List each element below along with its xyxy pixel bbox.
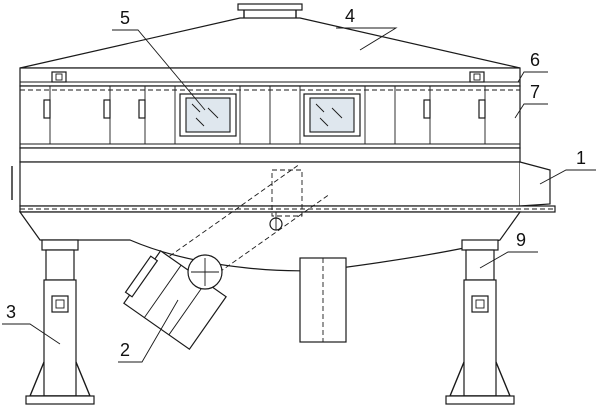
diagonal-duct <box>149 163 331 301</box>
support-leg-right <box>445 239 515 405</box>
support-leg-left <box>25 239 95 405</box>
callout-9: 9 <box>516 230 526 250</box>
motor-pulley <box>187 254 223 290</box>
callout-1: 1 <box>576 148 586 168</box>
callout-3: 3 <box>6 302 16 322</box>
callout-4: 4 <box>345 6 355 26</box>
hood-cover <box>19 3 521 69</box>
inspection-window-left <box>179 93 237 137</box>
callout-2: 2 <box>120 340 130 360</box>
inspection-window-right <box>303 93 361 137</box>
main-frame <box>11 147 556 213</box>
callout-5: 5 <box>120 8 130 28</box>
callout-7: 7 <box>530 82 540 102</box>
callout-6: 6 <box>530 50 540 70</box>
top-rail <box>19 67 521 87</box>
lower-hopper <box>18 211 522 343</box>
leader-lines <box>2 27 596 363</box>
screen-box-panels <box>19 85 521 149</box>
